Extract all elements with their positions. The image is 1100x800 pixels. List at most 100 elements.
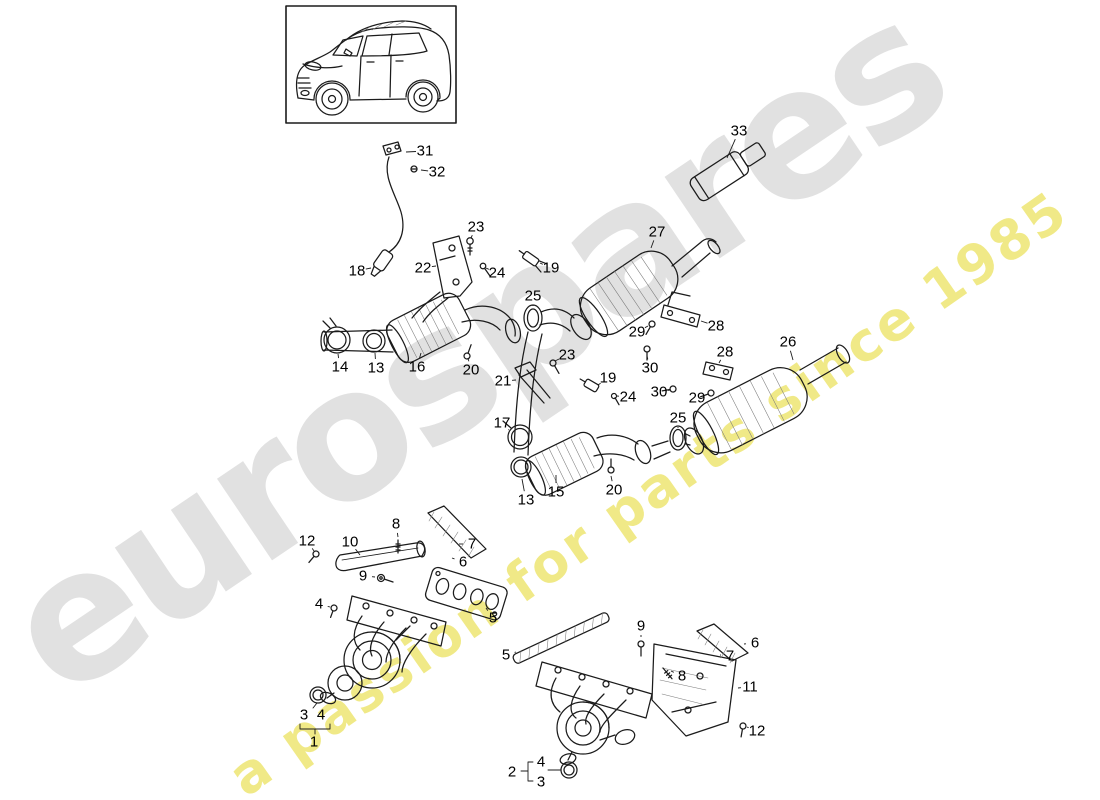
callout-25-1[interactable]: 25 [525,288,542,305]
callout-16[interactable]: 16 [409,359,426,376]
manifold-gasket-5-2 [512,612,610,664]
cat15-outlet-flange [634,439,652,465]
callout-29-2[interactable]: 29 [689,390,706,407]
leader-8-2 [670,670,674,673]
leader-19-2 [597,382,601,386]
callout-10[interactable]: 10 [342,534,359,551]
bracket-7-6-1 [427,505,487,559]
leader-10 [355,548,361,556]
inlet-stub-pipe [323,329,394,353]
cat15-outlet-pipe [593,434,639,461]
bracket-28-2 [702,361,734,381]
callout-5-2[interactable]: 5 [502,647,510,664]
callout-24-1[interactable]: 24 [489,265,506,282]
callout-28-2[interactable]: 28 [717,344,734,361]
callout-30-1[interactable]: 30 [642,360,659,377]
sensor-19-1 [518,250,548,273]
manifold-gasket-5-1 [424,566,508,621]
leader-26 [789,350,794,361]
muffler-27 [578,250,679,338]
callout-22[interactable]: 22 [415,260,432,277]
catalytic-converter-16 [385,292,472,364]
callout-3-2[interactable]: 3 [537,774,545,791]
callout-1[interactable]: 1 [310,734,318,751]
screw-32 [410,165,418,173]
callout-28-1[interactable]: 28 [708,318,725,335]
callout-7-1[interactable]: 7 [468,536,476,553]
muffler26-inlet-flange [683,427,705,455]
callout-24-2[interactable]: 24 [620,389,637,406]
exhaust-tip-33 [689,142,766,202]
leader-33 [726,139,736,159]
callout-12-1[interactable]: 12 [299,533,316,550]
callout-5-1[interactable]: 5 [489,610,497,627]
bolt-23-1 [466,237,474,256]
leader-6-1 [451,557,455,560]
callout-9-2[interactable]: 9 [637,618,645,635]
callout-23-1[interactable]: 23 [468,219,485,236]
callout-20-1[interactable]: 20 [463,362,480,379]
bracket-22 [432,235,473,299]
muffler27-inlet-flange [570,313,592,341]
bolt-9-2 [637,640,645,657]
stud-8-1 [395,539,401,554]
callout-6-1[interactable]: 6 [459,554,467,571]
callout-19-2[interactable]: 19 [600,370,617,387]
callout-9-1[interactable]: 9 [359,568,367,585]
callout-15[interactable]: 15 [548,484,565,501]
callout-8-2[interactable]: 8 [678,668,686,685]
bracket-28-1 [660,291,701,328]
bolt-4-1 [329,604,338,619]
leader-27 [650,240,655,249]
callout-21[interactable]: 21 [495,373,512,390]
leader-4-1 [327,605,331,608]
callout-13-2[interactable]: 13 [518,492,535,509]
leader-18 [365,267,372,270]
exhaust-manifold-1 [319,595,447,705]
leader-12-2 [746,726,749,729]
callout-14[interactable]: 14 [332,359,349,376]
callout-23-2[interactable]: 23 [559,347,576,364]
callout-4-1[interactable]: 4 [315,596,323,613]
callout-30-2[interactable]: 30 [651,384,668,401]
leader-28-2 [718,359,722,364]
leader-14 [337,353,340,359]
callout-2[interactable]: 2 [508,764,516,781]
callout-17[interactable]: 17 [494,415,511,432]
callout-6-2[interactable]: 6 [751,635,759,652]
callout-19-1[interactable]: 19 [543,260,560,277]
callout-11[interactable]: 11 [742,679,758,696]
callout-4-3[interactable]: 4 [537,754,545,771]
callout-29-1[interactable]: 29 [629,324,646,341]
callout-4-2[interactable]: 4 [317,707,325,724]
stud-8-2 [662,667,673,680]
callout-20-2[interactable]: 20 [606,482,623,499]
callout-7-2[interactable]: 7 [726,648,734,665]
group-bracket-1 [299,702,331,735]
callout-25-2[interactable]: 25 [670,410,687,427]
leader-17 [508,429,510,431]
callout-13-1[interactable]: 13 [368,360,385,377]
callout-26[interactable]: 26 [780,334,797,351]
callout-8-1[interactable]: 8 [392,516,400,533]
callout-27[interactable]: 27 [649,224,666,241]
leader-20-1 [467,357,470,362]
callout-31[interactable]: 31 [417,143,434,160]
leader-23-1 [470,235,473,239]
callout-33[interactable]: 33 [731,123,748,140]
bolt-20-2 [607,458,615,474]
bolt-24-2 [610,392,620,406]
callout-3-1[interactable]: 3 [300,707,308,724]
bolt-24-1 [479,262,491,277]
catalytic-converter-15 [524,431,604,496]
leader-32 [420,169,429,172]
callout-12-2[interactable]: 12 [749,723,766,740]
leader-19-1 [539,262,543,265]
clamp-17 [502,420,533,450]
vehicle-thumbnail [285,5,457,124]
inlet-stub-end [320,330,328,352]
callout-18[interactable]: 18 [349,263,366,280]
callout-32[interactable]: 32 [429,164,446,181]
